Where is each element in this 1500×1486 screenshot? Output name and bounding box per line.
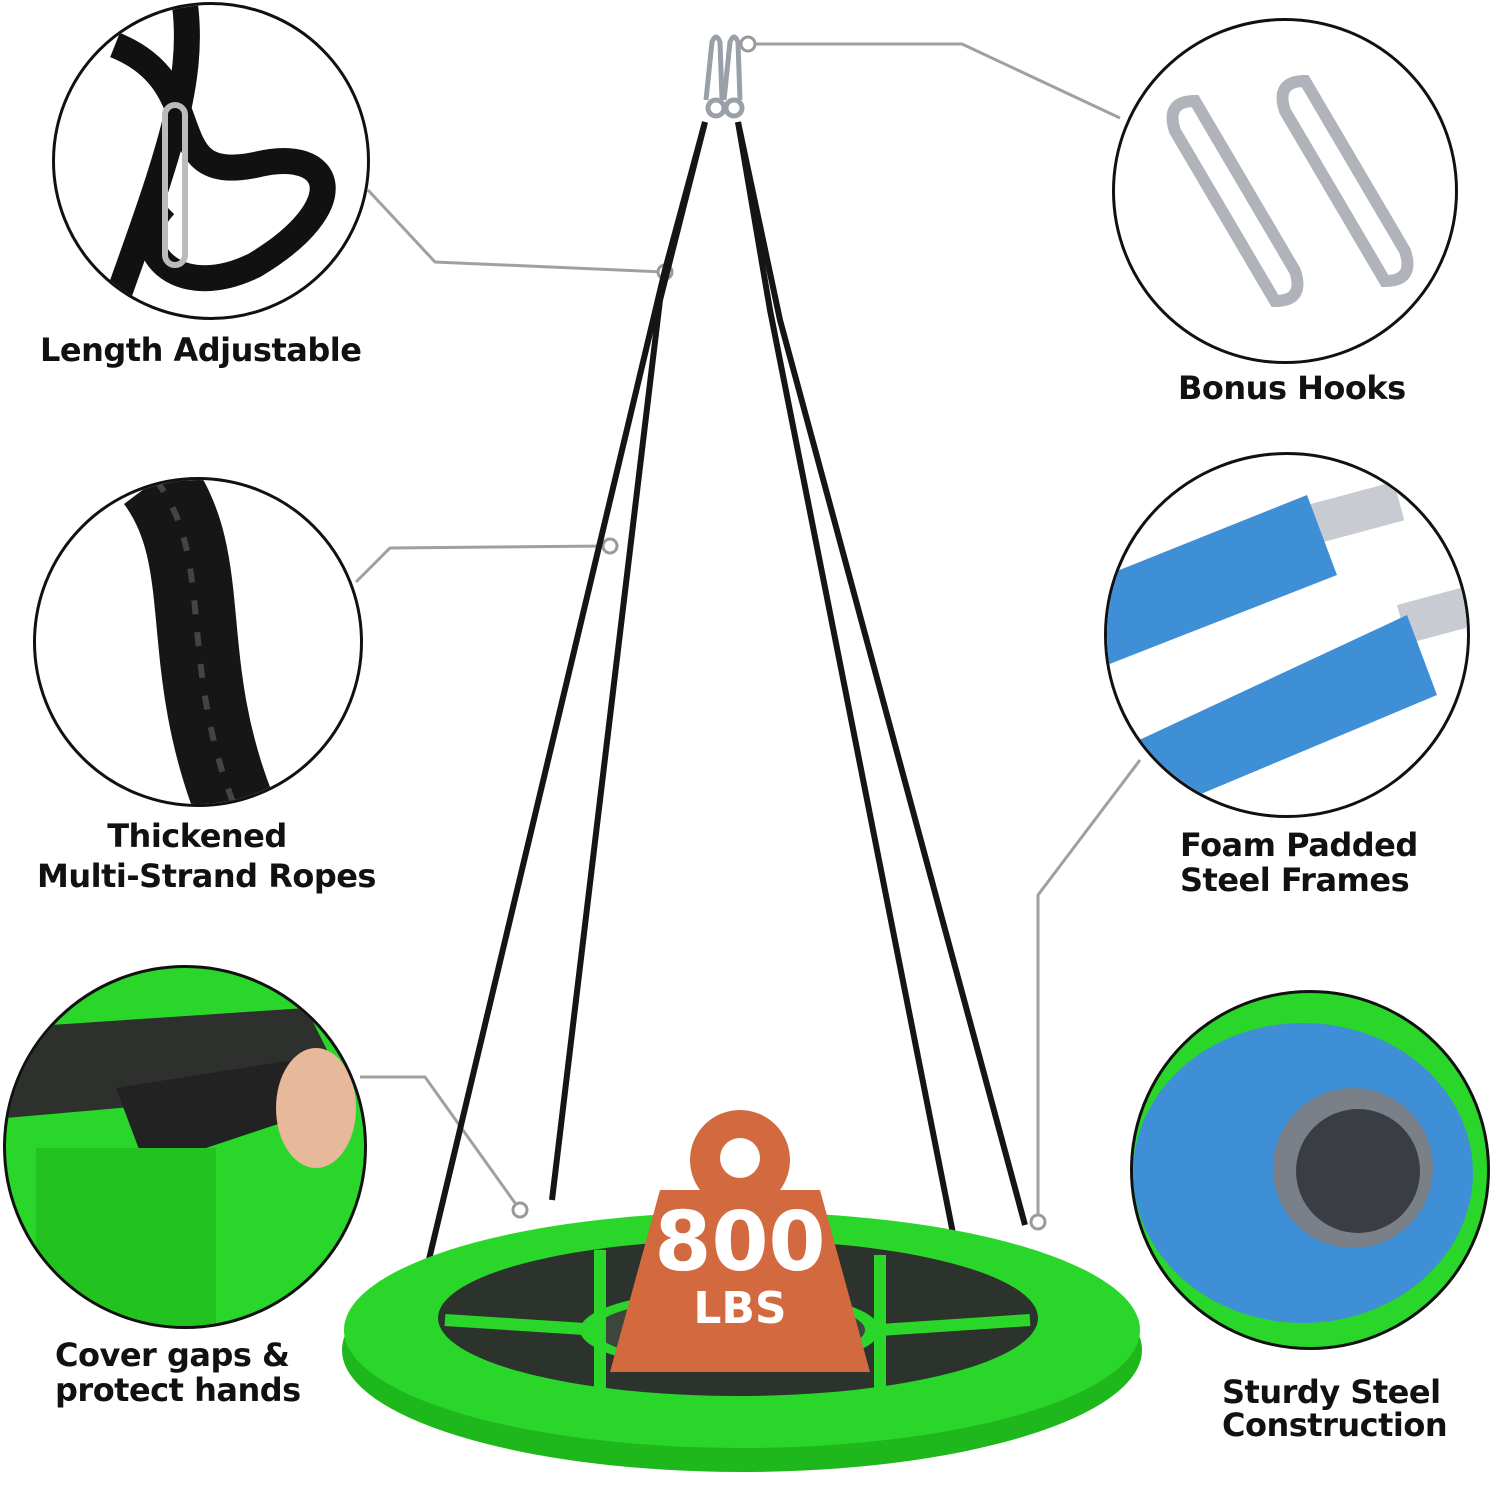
label-construction: Construction	[1222, 1406, 1448, 1444]
label-steel-frames: Steel Frames	[1180, 861, 1410, 899]
foam-frames-closeup	[1104, 452, 1470, 818]
top-hooks	[703, 34, 745, 119]
label-protect-hands: protect hands	[55, 1371, 301, 1409]
weight-badge-unit: LBS	[693, 1283, 787, 1334]
label-sturdy-steel: Sturdy Steel	[1222, 1373, 1441, 1411]
label-foam-padded: Foam Padded	[1180, 826, 1418, 864]
label-bonus-hooks: Bonus Hooks	[1178, 369, 1406, 407]
weight-badge	[610, 1110, 870, 1372]
cover-closeup	[3, 965, 367, 1329]
label-thickened: Thickened	[107, 817, 287, 855]
ropes	[402, 121, 1028, 1396]
label-multi-strand-ropes: Multi-Strand Ropes	[37, 857, 376, 895]
bonus-hooks-closeup	[1112, 18, 1458, 364]
weight-badge-value: 800	[654, 1195, 826, 1290]
steel-frame-closeup	[1130, 990, 1490, 1350]
label-length-adjustable: Length Adjustable	[40, 331, 362, 369]
label-cover-gaps: Cover gaps &	[55, 1336, 290, 1374]
connector-lines	[354, 42, 1142, 1222]
thick-rope-closeup	[33, 477, 363, 807]
rope-adjuster-closeup	[52, 2, 370, 320]
